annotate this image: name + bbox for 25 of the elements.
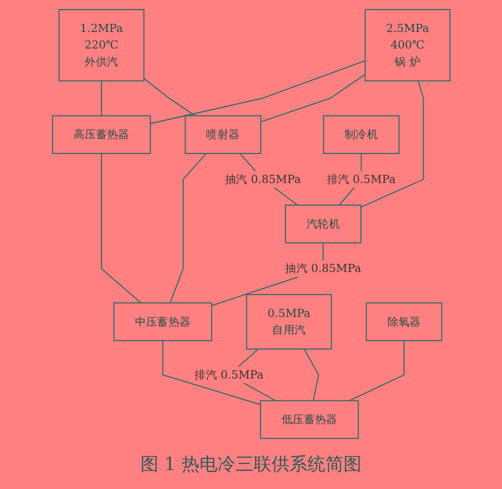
node-box: 喷射器 [184,115,261,154]
connector [360,80,424,208]
node-box: 高压蓄热器 [52,115,151,154]
connector [143,78,196,116]
connector [260,74,366,122]
node-box: 0.5MPa 自用汽 [246,294,332,350]
edge-label: 排汽 0.5MPa [194,368,264,382]
node-box: 2.5MPa 400℃ 锅 炉 [364,9,450,82]
node-box: 低压蓄热器 [260,400,359,439]
node-box: 除氧器 [366,302,442,342]
node-box: 中压蓄热器 [113,302,212,342]
node-box: 制冷机 [322,115,400,154]
edge-label: 排汽 0.5MPa [326,172,396,186]
edge-label: 抽汽 0.85MPa [284,262,361,275]
connector [348,340,404,402]
connector [162,340,260,406]
edge-label: 抽汽 0.85MPa [224,172,301,186]
figure-caption: 图 1 热电冷三联供系统简图 [140,453,362,476]
connector [100,80,102,116]
node-box: 1.2MPa 220℃ 外供汽 [58,9,144,82]
connector [169,153,206,304]
connector [150,60,366,124]
node-box: 汽轮机 [284,204,362,244]
connector [100,153,142,304]
connector [303,348,319,401]
